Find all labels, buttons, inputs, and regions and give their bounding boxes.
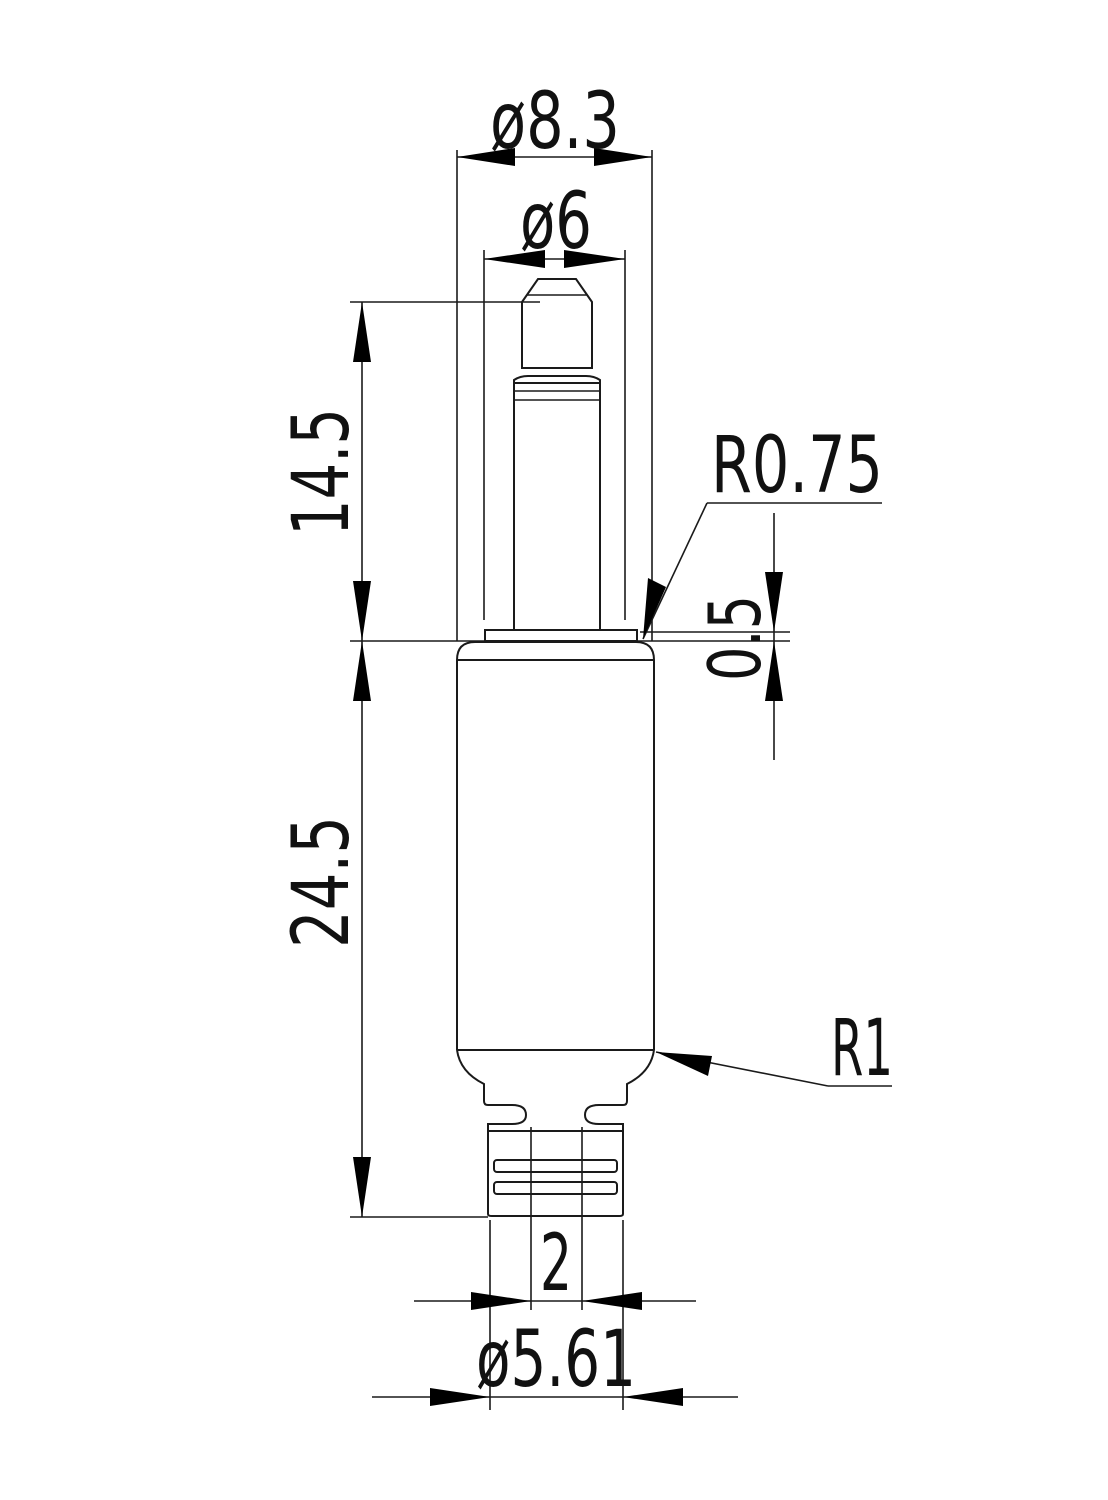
plug-collar xyxy=(513,375,601,383)
plug-tip xyxy=(521,278,593,369)
dimension-label-14-5: 14.5 xyxy=(277,408,367,536)
dimension-label-24-5: 24.5 xyxy=(277,816,367,948)
dimension-label-phi-6: ø6 xyxy=(520,177,592,267)
plug-flange xyxy=(484,629,638,642)
plug-cable-end xyxy=(487,1130,624,1217)
dimension-lines xyxy=(353,148,892,1406)
extension-lines xyxy=(350,150,790,1410)
dimension-label-0-5: 0.5 xyxy=(693,595,777,681)
plug-outline xyxy=(456,278,655,1217)
dimension-label-r0-75: R0.75 xyxy=(711,421,883,511)
dimension-labels: ø8.3 ø6 14.5 24.5 R0.75 R1 0.5 2 ø5.61 xyxy=(277,77,893,1405)
plug-neck xyxy=(456,1049,528,1131)
plug-body xyxy=(456,641,655,1050)
dimension-label-r1: R1 xyxy=(831,1004,893,1094)
dimension-label-phi-8-3: ø8.3 xyxy=(490,77,620,167)
dimension-label-phi-5-61: ø5.61 xyxy=(476,1315,636,1405)
dimension-label-2: 2 xyxy=(540,1219,572,1309)
